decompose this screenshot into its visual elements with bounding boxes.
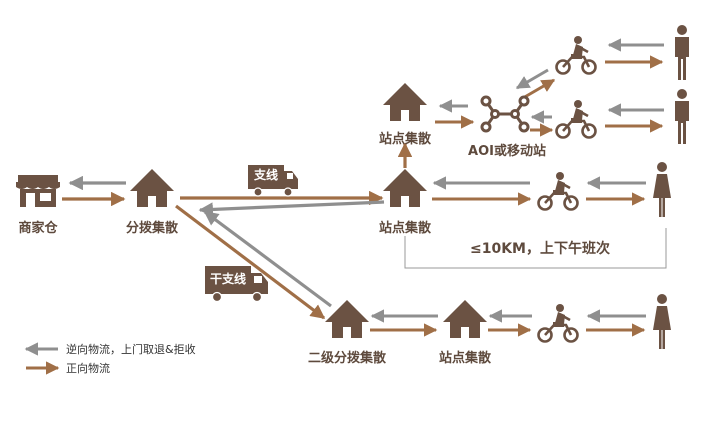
aoi-network-icon (480, 95, 530, 133)
legend: 逆向物流，上门取退&拒收 正向物流 (24, 342, 196, 375)
customer-man-icon (675, 25, 689, 80)
station-top-house-icon (383, 83, 427, 121)
customer-woman-icon (653, 162, 671, 217)
truck-icon-trunk-branch: 干支线 (205, 266, 268, 303)
courier-motorcycle-icon (555, 34, 597, 75)
secondary-sorting-house-icon (325, 300, 369, 338)
station-bottom-house-icon (443, 300, 487, 338)
station-mid-house-icon (383, 169, 427, 207)
node-station-top: 站点集散 (379, 131, 432, 147)
truck-icon-branch: 支线 (248, 165, 298, 197)
courier-motorcycle-icon (537, 170, 579, 211)
flow-arrows (62, 38, 664, 337)
node-aoi: AOI或移动站 (468, 143, 546, 159)
sorting-center-house-icon (130, 169, 174, 207)
range-bracket (404, 228, 667, 269)
node-station-mid: 站点集散 (379, 220, 432, 236)
range-note: ≤10KM，上下午班次 (470, 240, 610, 257)
legend-forward: 正向物流 (66, 361, 110, 375)
courier-motorcycle-icon (555, 98, 597, 139)
shop-icon (16, 175, 60, 207)
node-merchant-warehouse: 商家仓 (18, 220, 58, 236)
node-sorting-center: 分拨集散 (126, 220, 179, 236)
truck-label-trunk-branch: 干支线 (210, 271, 246, 286)
courier-motorcycle-icon (537, 302, 579, 343)
node-secondary-sorting: 二级分拨集散 (308, 350, 387, 366)
truck-label-branch: 支线 (253, 167, 278, 182)
customer-man-icon (675, 89, 689, 144)
customer-woman-icon (653, 294, 671, 349)
legend-reverse: 逆向物流，上门取退&拒收 (66, 342, 196, 356)
node-station-bottom: 站点集散 (439, 350, 492, 366)
